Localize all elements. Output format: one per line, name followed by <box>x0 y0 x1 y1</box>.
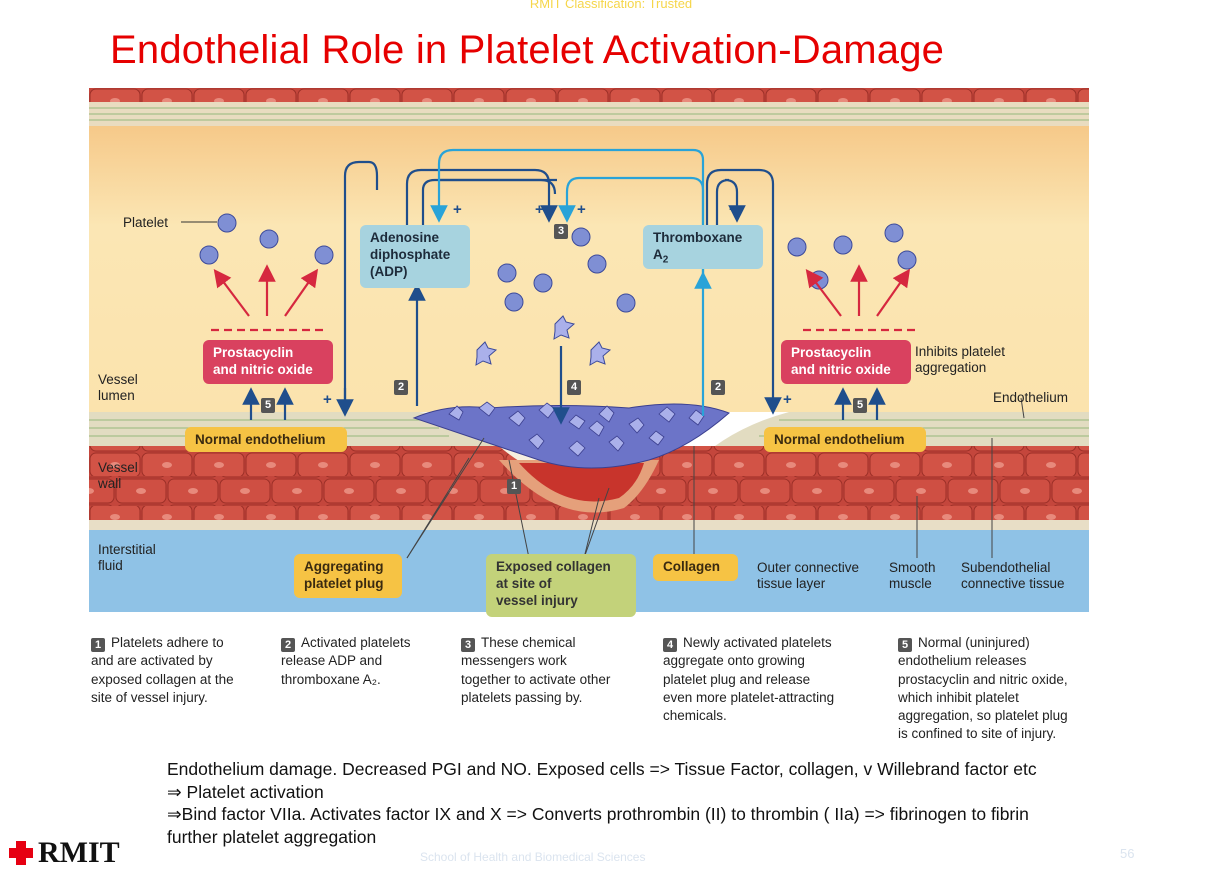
plus-sign: + <box>535 201 544 218</box>
step-badge-4: 4 <box>567 380 581 395</box>
note-line: ⇒Bind factor VIIa. Activates factor IX a… <box>167 804 1029 824</box>
step-badge-3: 3 <box>554 224 568 239</box>
plus-sign: + <box>783 391 792 408</box>
step-badge-5-left: 5 <box>261 398 275 413</box>
rmit-logo: RMIT <box>8 836 120 870</box>
note-line: ⇒ Platelet activation <box>167 781 324 802</box>
plus-sign: + <box>323 391 332 408</box>
plus-sign: + <box>577 201 586 218</box>
slide-notes: Endothelium damage. Decreased PGI and NO… <box>167 758 1037 848</box>
footer-text: School of Health and Biomedical Sciences <box>420 850 646 864</box>
plus-sign: + <box>453 201 462 218</box>
normal-endothelium-right: Normal endothelium <box>764 427 926 452</box>
normal-endothelium-left: Normal endothelium <box>185 427 347 452</box>
step-badge-5-right: 5 <box>853 398 867 413</box>
step-badge-2-right: 2 <box>711 380 725 395</box>
step-badge-2-left: 2 <box>394 380 408 395</box>
step-badge-1: 1 <box>507 479 521 494</box>
note-line: Endothelium damage. Decreased PGI and NO… <box>167 759 1037 779</box>
page-number: 56 <box>1120 846 1135 861</box>
classification-label: RMIT Classification: Trusted <box>529 0 693 11</box>
platelet-label: Platelet <box>123 215 169 230</box>
collagen-box: Collagen <box>653 554 738 581</box>
note-line: further platelet aggregation <box>167 826 377 847</box>
thromboxane-box: Thromboxane A2 <box>643 225 763 269</box>
plus-sign: + <box>729 201 738 218</box>
rmit-pixel-icon <box>9 841 33 865</box>
endothelium-label: Endothelium <box>993 390 1069 405</box>
slide-title: Endothelial Role in Platelet Activation-… <box>110 28 945 72</box>
